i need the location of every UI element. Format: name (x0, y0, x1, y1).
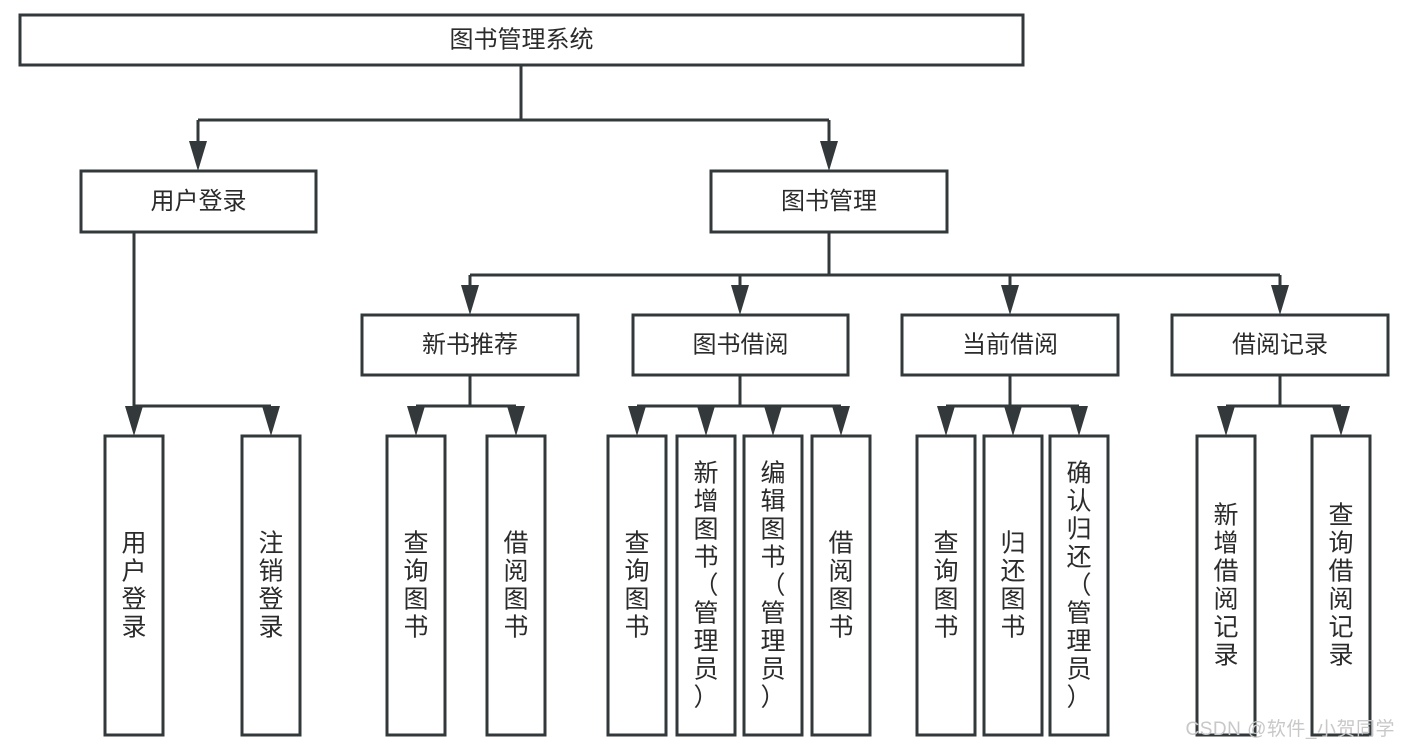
node-label-leaf-borrow-book-2: 借阅图书 (828, 529, 853, 641)
node-leaf-user-logout[interactable]: 注销登录 (240, 434, 302, 737)
node-label-leaf-user-login: 用户登录 (121, 529, 146, 641)
connector-borrow-to-leaf4 (832, 406, 850, 436)
node-layer: 图书管理系统用户登录图书管理新书推荐图书借阅当前借阅借阅记录用户登录注销登录查询… (18, 13, 1390, 737)
node-box-root[interactable] (18, 13, 1025, 67)
connector-root-to-user-login (189, 120, 207, 171)
watermark-label: CSDN @软件_小贺同学 (1185, 719, 1395, 740)
node-box-leaf-user-login[interactable] (103, 434, 165, 737)
node-box-leaf-borrow-book-2[interactable] (810, 434, 872, 737)
node-label-leaf-query-book-3: 查询图书 (933, 529, 958, 641)
node-label-borrow-record: 借阅记录 (1232, 331, 1328, 358)
node-label-new-book-recommend: 新书推荐 (422, 331, 518, 358)
node-leaf-query-book-2[interactable]: 查询图书 (606, 434, 668, 737)
node-label-book-borrow: 图书借阅 (693, 331, 789, 358)
connector-current-to-leaf2 (1004, 406, 1022, 436)
node-label-leaf-add-borrow-record: 新增借阅记录 (1213, 501, 1238, 669)
connector-user-login-to-leaf1 (125, 406, 143, 436)
node-label-current-borrow: 当前借阅 (962, 331, 1058, 358)
node-leaf-query-borrow-record[interactable]: 查询借阅记录 (1310, 434, 1372, 737)
node-leaf-borrow-book-1[interactable]: 借阅图书 (485, 434, 547, 737)
connector-borrow-to-leaf3 (764, 406, 782, 436)
node-leaf-query-book-1[interactable]: 查询图书 (385, 434, 447, 737)
node-leaf-borrow-book-2[interactable]: 借阅图书 (810, 434, 872, 737)
connector-book-manage-to-l2-3 (1001, 275, 1019, 315)
connector-record-to-leaf2 (1332, 406, 1350, 436)
node-box-leaf-borrow-book-1[interactable] (485, 434, 547, 737)
node-book-borrow[interactable]: 图书借阅 (631, 313, 850, 377)
node-label-leaf-confirm-return-admin: 确认归还（管理员） (1066, 459, 1091, 711)
connector-book-manage-to-l2-2 (731, 275, 749, 315)
node-box-leaf-query-book-1[interactable] (385, 434, 447, 737)
node-user-login[interactable]: 用户登录 (79, 169, 318, 234)
connector-book-manage-to-l2-1 (461, 275, 479, 315)
connector-user-login-to-leaf2 (262, 406, 280, 436)
connector-root-to-book-manage (820, 120, 838, 171)
node-leaf-query-book-3[interactable]: 查询图书 (915, 434, 977, 737)
node-box-leaf-query-book-2[interactable] (606, 434, 668, 737)
node-box-leaf-return-book[interactable] (982, 434, 1044, 737)
node-label-leaf-return-book: 归还图书 (1000, 529, 1025, 641)
node-label-leaf-query-book-2: 查询图书 (624, 529, 649, 641)
connector-layer (125, 65, 1350, 436)
node-label-leaf-borrow-book-1: 借阅图书 (503, 529, 528, 641)
node-leaf-confirm-return-admin[interactable]: 确认归还（管理员） (1048, 434, 1110, 737)
node-box-leaf-query-book-3[interactable] (915, 434, 977, 737)
node-new-book-recommend[interactable]: 新书推荐 (360, 313, 580, 377)
node-box-leaf-edit-book-admin[interactable] (742, 434, 804, 737)
node-box-new-book-recommend[interactable] (360, 313, 580, 377)
connector-recommend-to-leaf1 (407, 406, 425, 436)
node-label-leaf-query-borrow-record: 查询借阅记录 (1328, 501, 1353, 669)
node-box-borrow-record[interactable] (1170, 313, 1390, 377)
node-label-root: 图书管理系统 (450, 26, 594, 53)
node-label-user-login: 用户登录 (151, 188, 247, 215)
node-box-leaf-add-book-admin[interactable] (675, 434, 737, 737)
node-label-leaf-add-book-admin: 新增图书（管理员） (693, 459, 718, 711)
node-box-book-manage[interactable] (709, 169, 949, 234)
node-box-user-login[interactable] (79, 169, 318, 234)
node-leaf-edit-book-admin[interactable]: 编辑图书（管理员） (742, 434, 804, 737)
node-label-leaf-edit-book-admin: 编辑图书（管理员） (760, 459, 785, 711)
node-box-leaf-user-logout[interactable] (240, 434, 302, 737)
node-root[interactable]: 图书管理系统 (18, 13, 1025, 67)
node-box-current-borrow[interactable] (900, 313, 1120, 377)
node-leaf-return-book[interactable]: 归还图书 (982, 434, 1044, 737)
node-box-leaf-add-borrow-record[interactable] (1195, 434, 1257, 737)
connector-book-manage-to-l2-4 (1271, 275, 1289, 315)
node-label-leaf-query-book-1: 查询图书 (403, 529, 428, 641)
connector-record-to-leaf1 (1217, 406, 1235, 436)
connector-current-to-leaf3 (1070, 406, 1088, 436)
node-current-borrow[interactable]: 当前借阅 (900, 313, 1120, 377)
node-box-leaf-query-borrow-record[interactable] (1310, 434, 1372, 737)
node-box-book-borrow[interactable] (631, 313, 850, 377)
connector-borrow-to-leaf2 (697, 406, 715, 436)
connector-recommend-to-leaf2 (507, 406, 525, 436)
connector-current-to-leaf1 (937, 406, 955, 436)
node-label-leaf-user-logout: 注销登录 (258, 529, 283, 641)
node-leaf-add-book-admin[interactable]: 新增图书（管理员） (675, 434, 737, 737)
connector-borrow-to-leaf1 (628, 406, 646, 436)
node-leaf-add-borrow-record[interactable]: 新增借阅记录 (1195, 434, 1257, 737)
node-leaf-user-login[interactable]: 用户登录 (103, 434, 165, 737)
node-box-leaf-confirm-return-admin[interactable] (1048, 434, 1110, 737)
node-book-manage[interactable]: 图书管理 (709, 169, 949, 234)
node-label-book-manage: 图书管理 (781, 188, 877, 215)
node-borrow-record[interactable]: 借阅记录 (1170, 313, 1390, 377)
